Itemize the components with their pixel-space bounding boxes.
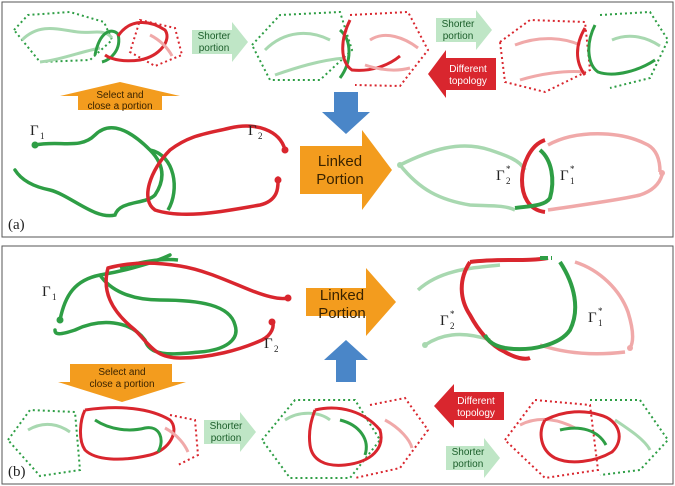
b-arrow-select-line1: Select and [98, 367, 145, 378]
b-result-curves: Γ 2 * Γ 1 * [416, 256, 635, 361]
a-gamma2-label: Γ [248, 123, 257, 139]
a-arrow-shorter-1-line2: portion [199, 43, 230, 54]
a-step3-thumbnail [498, 10, 670, 94]
a-gamma2-curve [146, 124, 287, 216]
a-gamma1-star-sub: 1 [570, 176, 575, 186]
a-gamma1-sub: 1 [40, 131, 45, 141]
b-main-curves: Γ 1 Γ 2 [42, 253, 292, 360]
a-arrow-different-topology: Different topology [428, 50, 496, 98]
b-gamma2-label: Γ [264, 336, 273, 352]
b-step3-thumbnail [503, 398, 670, 480]
b-gamma1-star-curve [483, 260, 578, 352]
b-gamma2-star-curve [459, 256, 549, 361]
b-arrow-topology-line1: Different [457, 396, 495, 407]
b-arrow-shorter-1-line2: portion [211, 433, 242, 444]
a-arrow-select-close: Select and close a portion [60, 82, 180, 112]
b-gamma2-curve [104, 261, 290, 360]
a-gamma2-star-sub: 2 [506, 176, 511, 186]
panel-a-tag: (a) [8, 217, 25, 233]
b-gamma1-star-sub: 1 [598, 318, 603, 328]
b-arrow-topology-line2: topology [457, 408, 495, 419]
a-step1-green-closed [12, 10, 114, 64]
b-gamma2-star-sub: 2 [450, 321, 455, 331]
b-arrow-select-close: Select and close a portion [58, 364, 186, 402]
a-arrow-linked-portion: Linked Portion [300, 130, 392, 210]
b-arrow-shorter-1-line1: Shorter [210, 421, 243, 432]
a-arrow-shorter-1: Shorter portion [192, 22, 248, 62]
a-arrow-blue-down [322, 92, 370, 134]
a-gamma1-curve [13, 126, 164, 218]
a-arrow-topology-line2: topology [449, 76, 487, 87]
b-arrow-shorter-2-line1: Shorter [452, 447, 485, 458]
a-arrow-linked-line2: Portion [316, 171, 364, 188]
b-arrow-shorter-2-line2: portion [453, 459, 484, 470]
a-gamma1-star-label: Γ [560, 168, 569, 184]
a-gamma1-star-curve [514, 148, 555, 210]
a-step2-thumbnail [250, 10, 430, 88]
b-gamma2-star-sup: * [450, 309, 455, 319]
a-arrow-linked-line1: Linked [318, 153, 362, 170]
b-gamma1-label: Γ [42, 284, 51, 300]
panel-b-tag: (b) [8, 464, 26, 480]
b-gamma2-sub: 2 [274, 344, 279, 354]
a-result-curves: Γ 2 * Γ 1 * [397, 132, 665, 214]
panel-a-frame [1, 1, 674, 238]
b-step1-thumbnail [6, 406, 200, 478]
a-step1-thumbnail [12, 10, 184, 68]
a-arrow-topology-line1: Different [449, 64, 487, 75]
b-arrow-blue-up [324, 340, 368, 382]
b-arrow-shorter-2: Shorter portion [446, 438, 500, 478]
b-arrow-linked-line2: Portion [318, 305, 366, 322]
b-arrow-linked-portion: Linked Portion [306, 268, 396, 336]
b-arrow-different-topology: Different topology [434, 384, 504, 428]
a-arrow-shorter-1-line1: Shorter [198, 31, 231, 42]
a-arrow-select-line2: close a portion [87, 101, 152, 112]
b-arrow-shorter-1: Shorter portion [204, 412, 256, 452]
a-gamma1-label: Γ [30, 123, 39, 139]
a-arrow-select-line1: Select and [96, 90, 143, 101]
a-gamma2-sub: 2 [258, 131, 263, 141]
b-gamma1-sub: 1 [52, 292, 57, 302]
b-step2-thumbnail [260, 396, 430, 479]
b-arrow-select-line2: close a portion [89, 379, 154, 390]
a-arrow-shorter-2: Shorter portion [436, 10, 492, 50]
b-gamma1-star-sup: * [598, 306, 603, 316]
panel-b-frame [1, 245, 674, 485]
a-gamma1-star-sup: * [570, 164, 575, 174]
a-arrow-shorter-2-line2: portion [443, 31, 474, 42]
b-arrow-linked-line1: Linked [320, 287, 364, 304]
a-gamma2-star-label: Γ [496, 168, 505, 184]
a-main-curves: Γ 1 Γ 2 [13, 123, 289, 218]
b-gamma1-star-label: Γ [588, 310, 597, 326]
b-gamma2-star-label: Γ [440, 313, 449, 329]
a-gamma2-star-sup: * [506, 164, 511, 174]
a-arrow-shorter-2-line1: Shorter [442, 19, 475, 30]
